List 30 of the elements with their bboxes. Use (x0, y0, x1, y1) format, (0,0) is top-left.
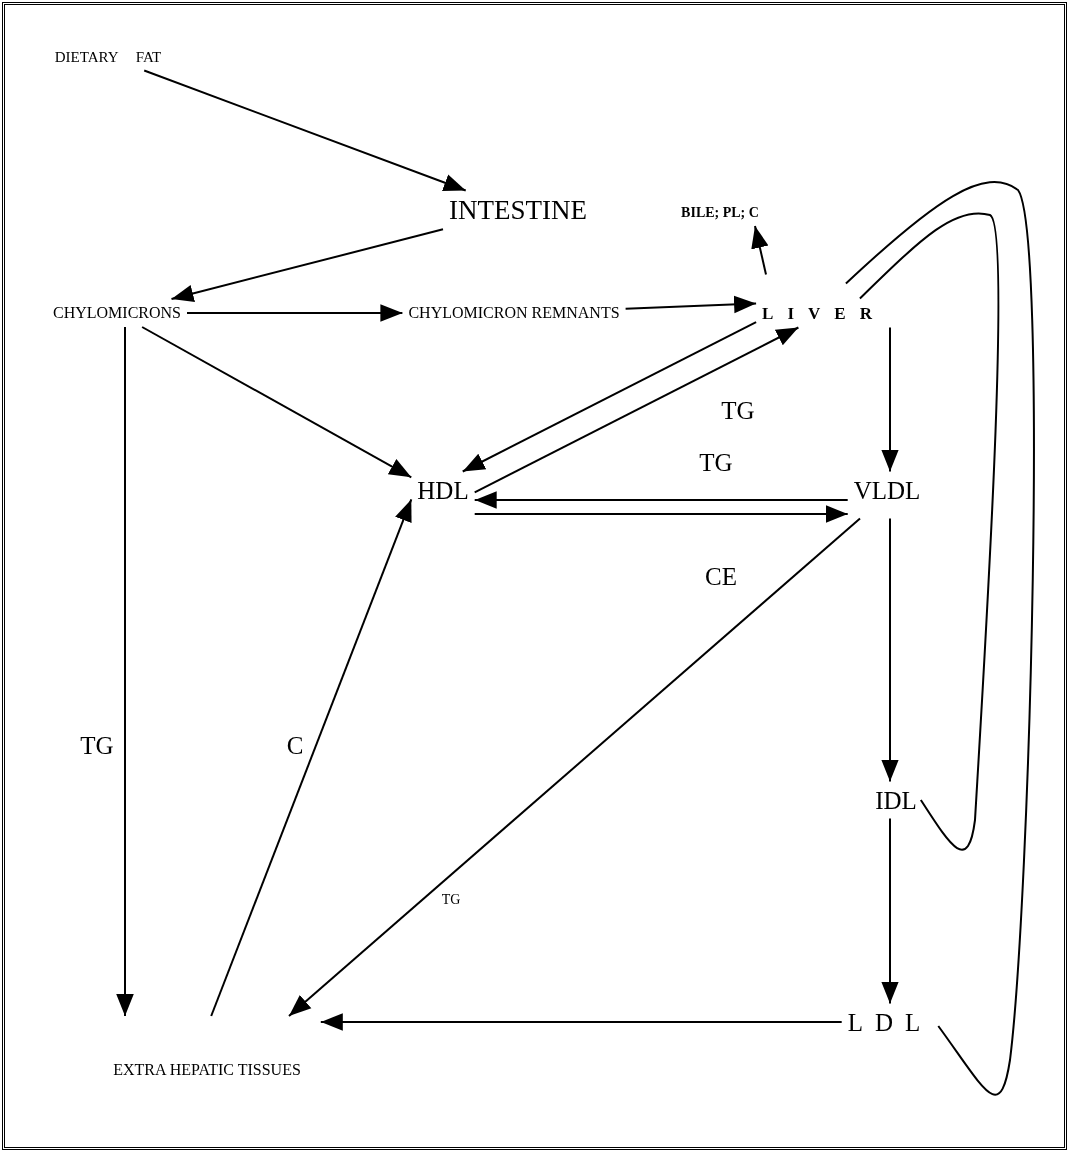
arrow (751, 225, 769, 276)
arrow (186, 304, 404, 322)
node-label: IDL (875, 787, 917, 813)
arrow (288, 517, 861, 1017)
node-label: BILE; PL; C (681, 206, 759, 220)
node-label: INTESTINE (449, 196, 587, 224)
arrow (141, 326, 413, 479)
node-label: CHYLOMICRON REMNANTS (408, 305, 620, 321)
curved-line (858, 212, 1000, 851)
arrow (473, 326, 800, 494)
arrow (473, 505, 849, 523)
arrow (319, 1013, 843, 1031)
node-label: CHYLOMICRONS (53, 305, 181, 321)
arrow (210, 498, 413, 1017)
arrow (881, 817, 899, 1005)
node-label: DIETARY FAT (54, 49, 162, 65)
curved-line (844, 181, 1035, 1096)
node-label: LDL (847, 1009, 933, 1035)
node-label: VLDL (853, 477, 921, 513)
arrow (881, 517, 899, 783)
arrow (473, 491, 849, 509)
node-label: LIVER (762, 280, 886, 322)
arrow (170, 228, 444, 303)
arrow (143, 69, 467, 192)
node-label: EXTRA HEPATIC TISSUES (99, 1022, 315, 1078)
arrow (881, 326, 899, 473)
node-label: HDL (417, 477, 469, 513)
arrow (461, 321, 758, 473)
arrow (624, 295, 758, 314)
arrow (116, 326, 134, 1017)
